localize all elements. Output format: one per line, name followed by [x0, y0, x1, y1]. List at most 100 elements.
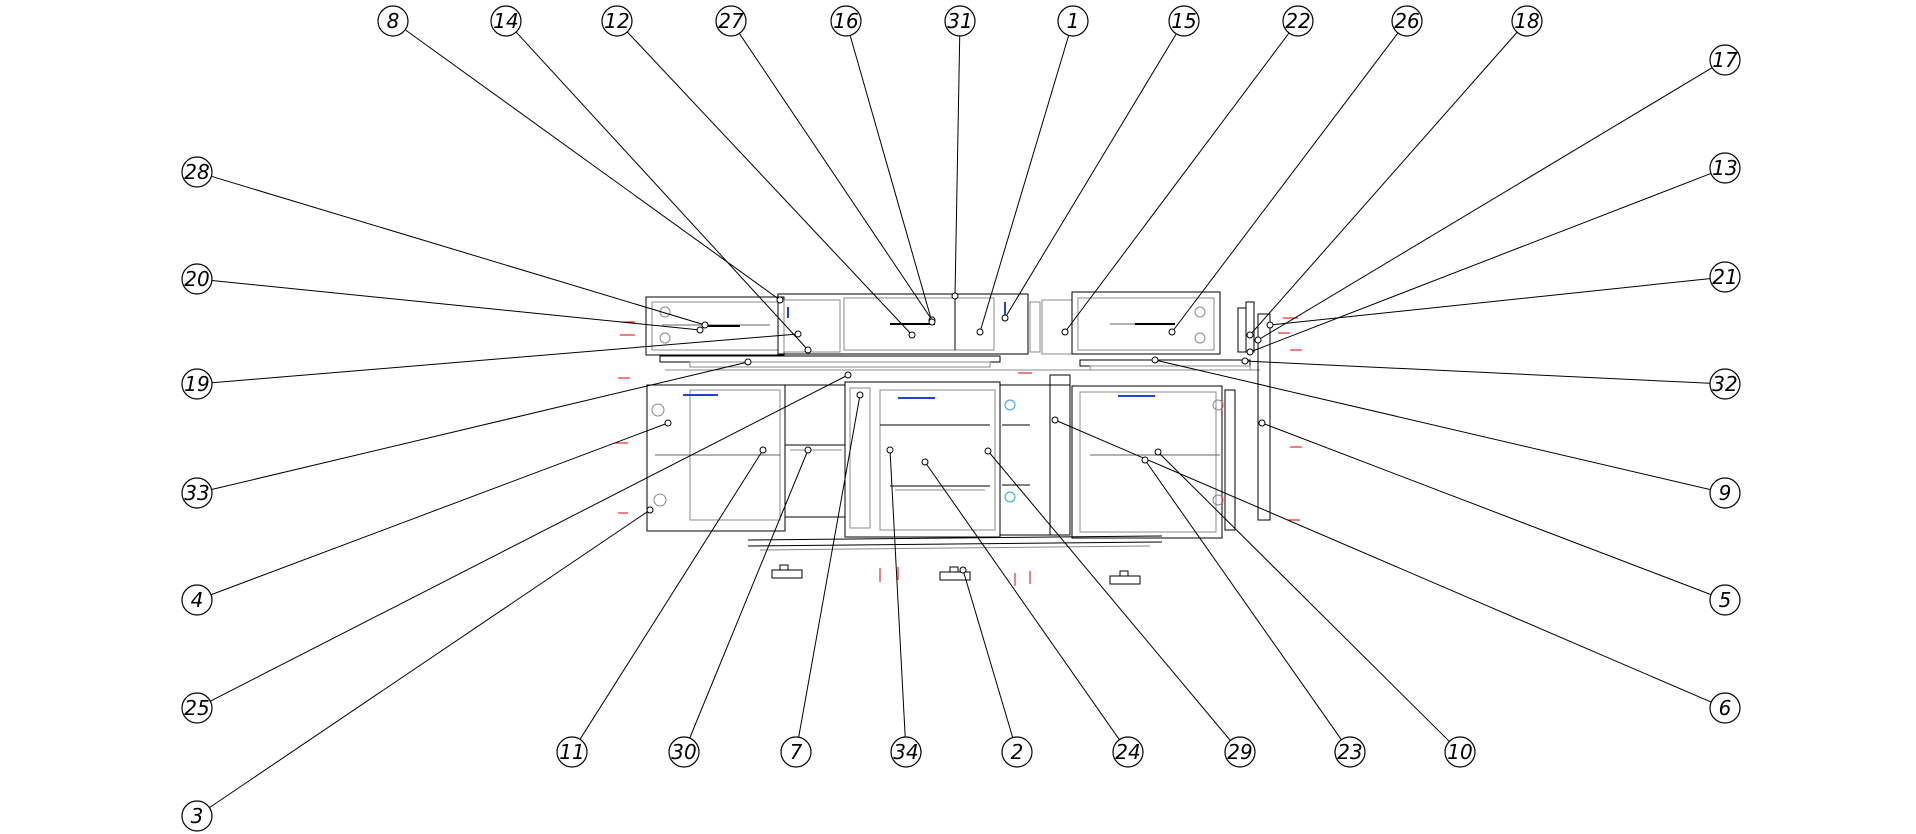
callout-circle [1334, 736, 1366, 768]
callout-number: 32 [1712, 372, 1737, 396]
callout-circle [1709, 152, 1741, 184]
callout-target-dot [959, 566, 967, 574]
callout-11: 11 [556, 446, 767, 768]
blue-marks [683, 302, 1155, 399]
callout-leader-line [1157, 451, 1450, 742]
callout-target-dot [1266, 321, 1274, 329]
callout-number: 26 [1394, 9, 1419, 33]
callout-leader-line [211, 361, 749, 491]
callout-circle [830, 5, 862, 37]
callout-number: 17 [1712, 48, 1738, 72]
callout-1: 1 [976, 5, 1089, 336]
callout-circle [181, 692, 213, 724]
callout-number: 1 [1067, 9, 1080, 33]
callout-circle [1709, 584, 1741, 616]
callout-target-dot [1151, 356, 1159, 364]
callout-leader-line [1054, 419, 1712, 703]
callout-circle [181, 368, 213, 400]
callout-target-dot [984, 447, 992, 455]
callout-leader-line [849, 35, 933, 323]
callout-leader-line [1249, 31, 1518, 336]
callout-leader-line [889, 449, 906, 738]
callout-number: 11 [559, 740, 584, 764]
callout-number: 2 [1011, 740, 1024, 764]
callout-number: 30 [671, 740, 696, 764]
callout-number: 7 [790, 740, 803, 764]
callout-target-dot [744, 358, 752, 366]
callout-leader-line [1004, 33, 1177, 319]
callout-target-dot [1001, 314, 1009, 322]
callout-circle [1709, 477, 1741, 509]
callout-circle [944, 5, 976, 37]
callout-leader-line [987, 450, 1231, 741]
callout-target-dot [1168, 328, 1176, 336]
callout-leader-line [1154, 359, 1711, 491]
callout-leader-line [515, 31, 809, 351]
callout-leader-line [1249, 172, 1712, 353]
callout-circle [1168, 5, 1200, 37]
callout-leader-line [798, 394, 861, 738]
callout-17: 17 [1254, 44, 1741, 344]
callout-leader-line [626, 31, 913, 336]
callout-number: 9 [1719, 481, 1732, 505]
callout-number: 12 [604, 9, 629, 33]
callout-9: 9 [1151, 356, 1741, 509]
callout-number: 20 [184, 267, 209, 291]
callout-4: 4 [181, 419, 672, 616]
lower-left-cabinet [646, 384, 846, 532]
callout-target-dot [921, 458, 929, 466]
callout-leader-line [1261, 422, 1712, 596]
callout-circle [490, 5, 522, 37]
callout-7: 7 [780, 391, 864, 768]
callout-target-dot [1141, 456, 1149, 464]
callout-circle [1001, 736, 1033, 768]
callout-number: 5 [1719, 588, 1732, 612]
callout-circle [181, 800, 213, 832]
lower-right-cabinet [1071, 313, 1271, 539]
callout-circle [556, 736, 588, 768]
callout-leader-line [1269, 278, 1711, 326]
callout-number: 33 [184, 481, 209, 505]
callout-31: 31 [944, 5, 976, 300]
callout-16: 16 [830, 5, 936, 326]
callout-circle [181, 263, 213, 295]
callout-circle [1282, 5, 1314, 37]
callout-27: 27 [715, 5, 936, 324]
callout-target-dot [928, 318, 936, 326]
callout-number: 31 [947, 9, 972, 33]
callout-number: 25 [184, 696, 209, 720]
callout-target-dot [976, 328, 984, 336]
callout-number: 15 [1171, 9, 1196, 33]
callout-circle [181, 477, 213, 509]
callout-5: 5 [1258, 419, 1741, 616]
callout-leader-line [1244, 360, 1711, 384]
callout-number: 13 [1712, 156, 1737, 180]
callout-target-dot [701, 321, 709, 329]
base-plinth [747, 535, 1163, 585]
callout-leader-line [210, 374, 849, 702]
callout-circle [1391, 5, 1423, 37]
callout-leader-line [209, 509, 651, 809]
callout-18: 18 [1246, 5, 1543, 339]
callout-circle [1511, 5, 1543, 37]
callout-target-dot [759, 446, 767, 454]
callout-leader-line [1257, 67, 1713, 341]
callout-target-dot [1258, 419, 1266, 427]
callout-32: 32 [1241, 357, 1741, 400]
callout-target-dot [1061, 328, 1069, 336]
callout-number: 28 [184, 160, 209, 184]
callout-13: 13 [1246, 152, 1741, 356]
callout-circle [890, 736, 922, 768]
callout-target-dot [908, 331, 916, 339]
upper-center-cabinet [777, 293, 1073, 355]
callout-leader-line [210, 422, 669, 596]
upper-left-cabinet [645, 296, 785, 356]
callout-number: 23 [1337, 740, 1362, 764]
callout-number: 10 [1447, 740, 1472, 764]
callout-target-dot [794, 330, 802, 338]
callout-number: 4 [191, 588, 204, 612]
callout-leader-line [738, 33, 933, 321]
middle-shelf-boards [659, 355, 1260, 371]
callout-circle [1709, 261, 1741, 293]
callout-target-dot [1154, 448, 1162, 456]
